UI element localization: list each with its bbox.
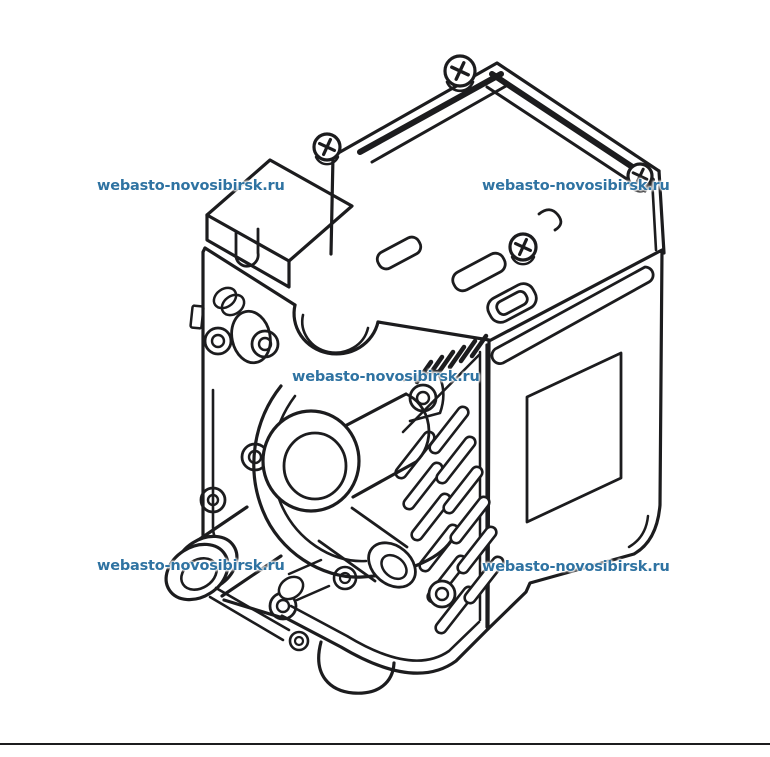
right-side-panel [486,248,664,631]
cover-hump [205,158,354,289]
label-plate [525,351,623,524]
exhaust-cylinder [261,392,431,602]
cover-screw-top [443,54,477,93]
watermark-bottom-left: webasto-novosibirsk.ru [97,558,285,574]
watermark-top-left: webasto-novosibirsk.ru [97,178,285,194]
cover-screw-far-right [626,162,654,193]
watermark-center: webasto-novosibirsk.ru [292,369,480,385]
cover-screw-left [312,132,342,166]
watermark-bottom-right: webasto-novosibirsk.ru [482,559,670,575]
footer-divider-line [0,743,770,745]
cover-screw-mid-right [508,232,538,266]
vent-grille [394,333,505,635]
base-plate [208,586,490,695]
connector-recesses [375,208,563,324]
watermark-top-right: webasto-novosibirsk.ru [482,178,670,194]
water-inlet-stub [164,505,283,602]
top-cover [203,61,666,356]
